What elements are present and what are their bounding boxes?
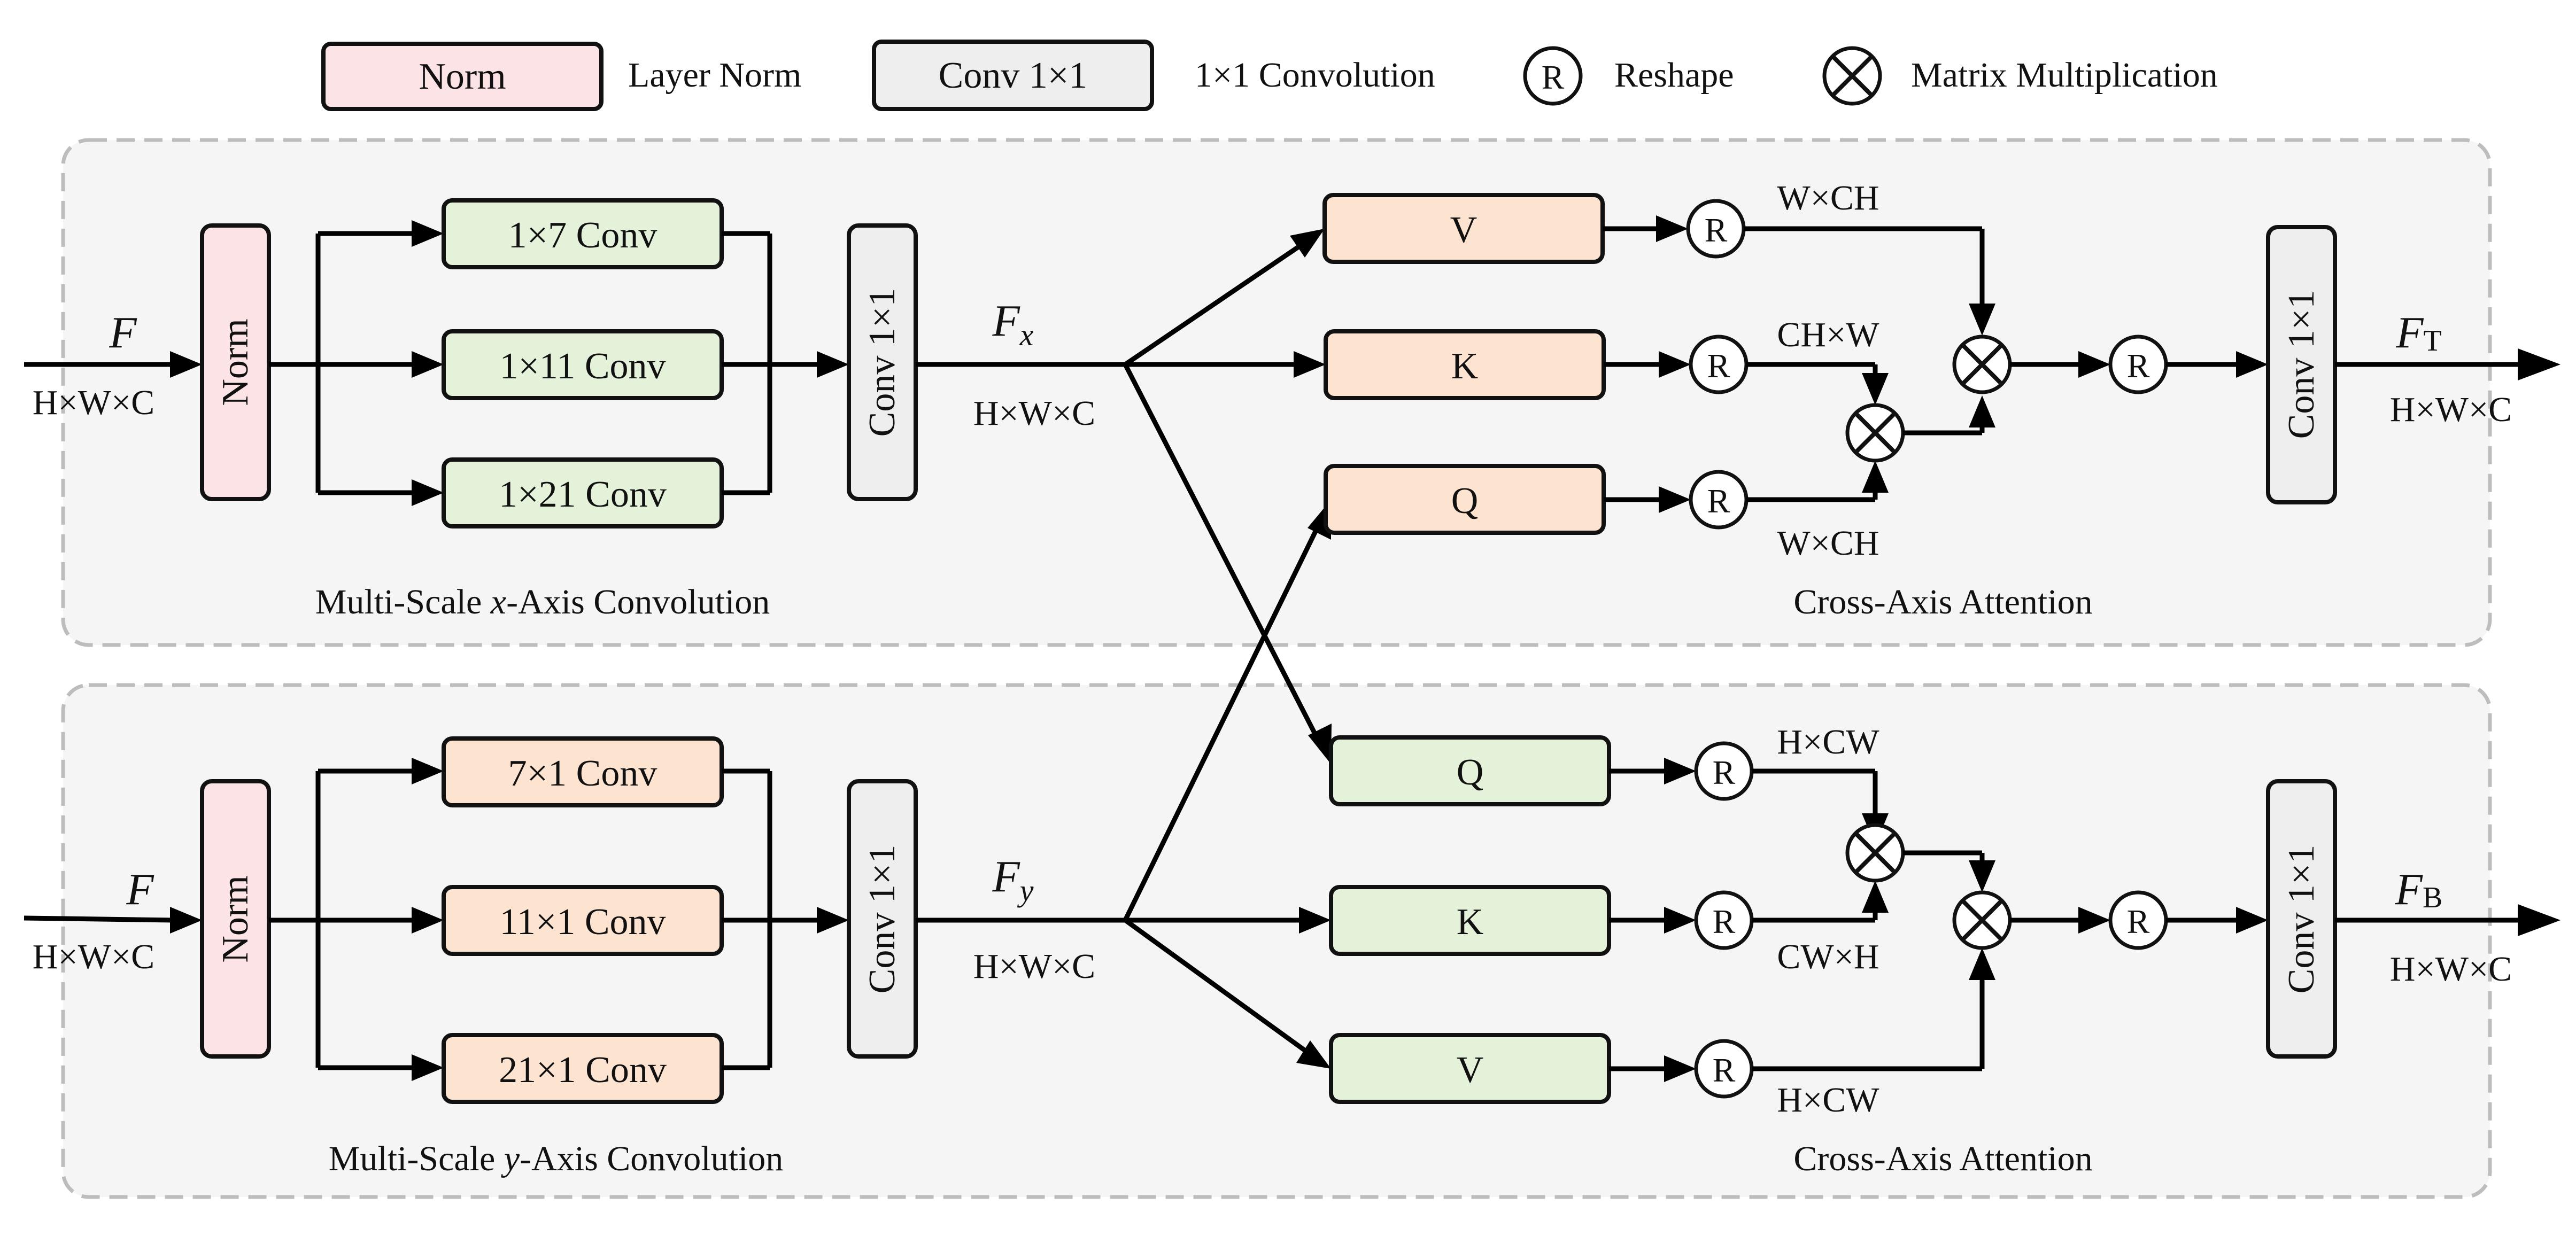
legend-matmul-desc: Matrix Multiplication (1911, 56, 2218, 95)
bottom-v-shape: H×CW (1777, 1080, 1879, 1120)
top-feature-shape: H×W×C (973, 394, 1095, 433)
bottom-k-label: K (1457, 901, 1484, 943)
bottom-attention-label: Cross-Axis Attention (1793, 1139, 2092, 1178)
bottom-q-label: Q (1457, 752, 1484, 793)
top-v-reshape-icon: R (1686, 199, 1746, 259)
top-output-shape: H×W×C (2390, 390, 2512, 429)
legend-norm-box-label: Norm (419, 56, 506, 97)
legend-matmul-icon (1822, 46, 1882, 106)
top-v-matmul-icon (1952, 335, 2012, 394)
legend-reshape-icon: R (1523, 46, 1583, 106)
bottom-v-label: V (1457, 1050, 1484, 1091)
bottom-input-symbol: F (126, 865, 154, 914)
top-k-reshape-icon: R (1689, 335, 1749, 394)
svg-text:R: R (1707, 482, 1730, 520)
top-v-label: V (1450, 209, 1477, 251)
top-feature-symbol: Fx (992, 296, 1033, 352)
cross-axis-connections (1123, 229, 1332, 1069)
top-out-reshape-icon: R (2108, 335, 2168, 394)
legend-norm-desc: Layer Norm (628, 56, 801, 95)
bottom-branch: F H×W×C Norm 7×1 Conv 11×1 Conv 21×1 Con… (24, 736, 1125, 1178)
bottom-out-conv-label: Conv 1×1 (2281, 845, 2322, 994)
top-v-shape: W×CH (1777, 178, 1879, 217)
bottom-output-shape: H×W×C (2390, 950, 2512, 989)
top-attention-label: Cross-Axis Attention (1793, 582, 2092, 621)
bottom-output-symbol: FB (2395, 865, 2443, 914)
bottom-conv-11x1-label: 11×1 Conv (499, 901, 666, 943)
top-k-shape: CH×W (1777, 315, 1879, 354)
bottom-q-reshape-icon: R (1694, 741, 1754, 801)
bottom-feature-symbol: Fy (992, 852, 1033, 908)
top-out-conv-label: Conv 1×1 (2281, 290, 2322, 439)
svg-text:R: R (1705, 211, 1728, 249)
top-panel (61, 138, 2492, 647)
legend-conv-box (872, 40, 1154, 111)
bottom-section-label: Multi-Scale y-Axis Convolution (329, 1139, 784, 1178)
top-input-shape: H×W×C (33, 383, 154, 422)
svg-text:R: R (1542, 58, 1565, 96)
bottom-qk-matmul-icon (1845, 823, 1905, 883)
top-attention: V R W×CH K R CH×W Q R (1322, 178, 2560, 621)
top-k-label: K (1451, 346, 1479, 387)
top-section-label: Multi-Scale x-Axis Convolution (315, 582, 770, 621)
bottom-k-shape: CW×H (1777, 937, 1879, 976)
bottom-input-shape: H×W×C (33, 937, 154, 976)
legend-conv-box-label: Conv 1×1 (939, 55, 1088, 96)
top-q-label: Q (1451, 480, 1479, 522)
bottom-k-reshape-icon: R (1694, 890, 1754, 950)
top-conv1x1-label: Conv 1×1 (862, 288, 903, 437)
svg-text:R: R (1713, 753, 1736, 791)
bottom-out-reshape-icon: R (2108, 890, 2168, 950)
legend-norm-box (321, 42, 604, 111)
legend-reshape-desc: Reshape (1614, 56, 1734, 95)
top-norm-label: Norm (215, 318, 256, 406)
top-conv-1x21-label: 1×21 Conv (499, 474, 667, 515)
bottom-v-reshape-icon: R (1694, 1039, 1754, 1099)
bottom-conv1x1-label: Conv 1×1 (862, 845, 903, 994)
svg-text:R: R (1713, 903, 1736, 940)
bottom-feature-shape: H×W×C (973, 947, 1095, 986)
top-conv-1x7-label: 1×7 Conv (508, 215, 657, 256)
top-kq-matmul-icon (1845, 403, 1905, 463)
top-conv-1x11-label: 1×11 Conv (499, 346, 666, 387)
bottom-conv-7x1-label: 7×1 Conv (508, 753, 657, 794)
top-branch: F H×W×C Norm 1×7 Conv 1×11 Conv 1×21 Con… (24, 198, 1125, 621)
top-input-symbol: F (109, 308, 137, 357)
top-q-shape: W×CH (1777, 524, 1879, 563)
top-output-symbol: FT (2395, 308, 2442, 357)
legend-conv-desc: 1×1 Convolution (1195, 56, 1435, 95)
bottom-attention: Q R H×CW K R CW×H V R (1329, 722, 2560, 1178)
bottom-q-shape: H×CW (1777, 722, 1879, 761)
svg-text:R: R (2127, 903, 2150, 940)
bottom-conv-21x1-label: 21×1 Conv (499, 1050, 667, 1091)
bottom-norm-label: Norm (215, 875, 256, 962)
top-q-reshape-icon: R (1689, 470, 1749, 530)
svg-text:R: R (1707, 347, 1730, 385)
legend: Norm Layer Norm Conv 1×1 1×1 Convolution… (321, 40, 2218, 111)
svg-text:R: R (1713, 1051, 1736, 1089)
svg-text:R: R (2127, 347, 2150, 385)
bottom-v-matmul-icon (1952, 890, 2012, 950)
